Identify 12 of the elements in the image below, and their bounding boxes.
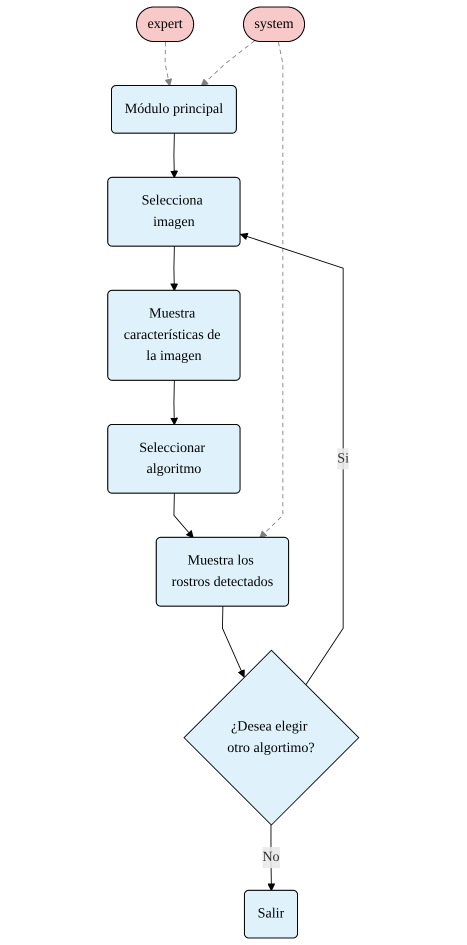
arrow bbox=[201, 40, 256, 86]
arrow bbox=[240, 232, 344, 686]
arrow bbox=[170, 246, 178, 292]
arrow bbox=[170, 133, 178, 178]
edge-label: No bbox=[262, 850, 280, 865]
arrow bbox=[174, 493, 194, 538]
node-diamond: ¿Desea elegir otro algortimo? bbox=[184, 650, 360, 826]
edge-label: Si bbox=[338, 450, 350, 466]
arrow bbox=[260, 41, 284, 538]
arrow bbox=[170, 380, 178, 426]
arrow bbox=[222, 606, 246, 678]
arrow bbox=[164, 41, 172, 86]
